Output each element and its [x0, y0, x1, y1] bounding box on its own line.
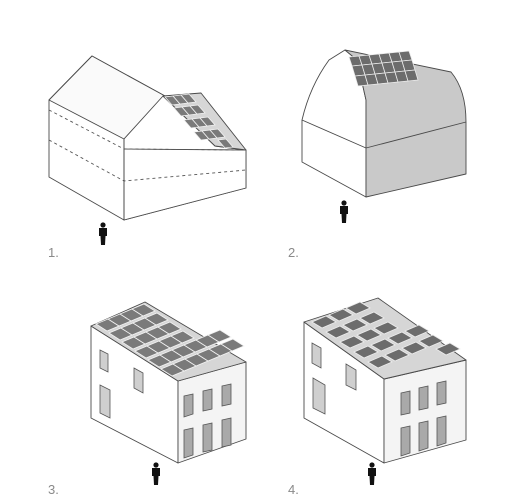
panel-4-door	[312, 377, 326, 415]
panel-3-person-body	[152, 468, 160, 485]
panel-4-window	[400, 425, 411, 457]
panel-4-solar-panel	[359, 311, 385, 325]
panel-4-person-body	[368, 468, 376, 485]
panel-1-solar-panel	[189, 104, 206, 115]
panel-4-solar-panel	[370, 338, 396, 352]
panel-3-door	[99, 384, 111, 419]
panel-3-window	[99, 349, 109, 373]
panel-2-solar-panel	[404, 69, 419, 82]
panel-4-person-icon	[368, 462, 376, 485]
panel-2-right-wall	[344, 49, 467, 198]
panel-4-solar-panel	[345, 301, 371, 315]
panel-2-person-icon	[340, 200, 348, 223]
panel-2-floor-line	[301, 119, 367, 149]
panel-1-right-wall	[123, 148, 247, 221]
panel-4-solar-panel	[384, 348, 410, 362]
panel-1-person-icon	[99, 222, 107, 245]
panel-3-window	[183, 393, 194, 418]
panel-4-window	[436, 415, 447, 447]
panel-1-solar-panel	[217, 138, 234, 149]
panel-3-house	[90, 301, 247, 464]
panel-4-solar-panel	[328, 308, 354, 322]
panel-4-solar-panel	[387, 331, 413, 345]
panel-3-solar-panel	[170, 330, 195, 344]
panel-4-solar-panel	[325, 325, 351, 339]
panel-2-person-body	[340, 206, 348, 223]
panel-2-solar-array	[348, 50, 419, 87]
panel-2-label: 2.	[288, 245, 299, 260]
panel-1-house	[48, 55, 247, 221]
panel-3-solar-panel	[131, 303, 156, 317]
panel-3-window	[221, 383, 232, 407]
panel-4-window	[418, 420, 429, 452]
panel-4-label: 4.	[288, 482, 299, 497]
panel-3-window	[183, 427, 194, 459]
panel-4-solar-panel	[356, 328, 382, 342]
panel-4-solar-panel	[339, 335, 365, 349]
panel-3-person-head	[153, 462, 159, 468]
panel-4-person-head	[369, 462, 375, 468]
panel-3-window	[133, 367, 144, 394]
panel-3-window	[202, 388, 213, 412]
panel-4-window	[400, 390, 411, 416]
panel-3-solar-panel	[157, 321, 182, 335]
panel-1-solar-panel	[180, 93, 197, 104]
panel-4-solar-panel	[353, 345, 379, 359]
panel-1-person-body	[99, 228, 107, 245]
panel-2-floor-line	[365, 121, 467, 149]
panel-2-house	[301, 49, 467, 198]
panel-4-solar-panel	[342, 318, 368, 332]
panel-4-window	[345, 363, 357, 391]
panel-2-person-head	[341, 200, 347, 206]
panel-3-solar-panel	[144, 312, 169, 326]
panel-4-solar-panel	[373, 321, 399, 335]
panel-4-solar-panel	[367, 355, 393, 369]
panel-4-house	[303, 297, 467, 464]
panel-1-solar-array	[164, 93, 234, 149]
panel-3-person-icon	[152, 462, 160, 485]
panel-1-solar-panel	[209, 128, 226, 139]
panel-1-label: 1.	[48, 245, 59, 260]
panel-3-solar-panel	[220, 338, 245, 352]
panel-4-solar-panel	[311, 315, 337, 329]
panel-3-solar-array	[95, 303, 245, 377]
panel-3-label: 3.	[48, 482, 59, 497]
panel-4-window	[436, 380, 447, 406]
panel-4-solar-panel	[435, 342, 461, 356]
panel-3-window	[202, 422, 213, 453]
panel-4-solar-panel	[404, 324, 430, 338]
panel-3-solar-panel	[207, 329, 232, 343]
panel-4-solar-array	[311, 301, 461, 369]
panel-4-solar-panel	[418, 334, 444, 348]
panel-1-person-head	[100, 222, 106, 228]
panel-1-solar-panel	[199, 116, 216, 127]
panel-4-window	[311, 342, 322, 369]
panel-3-window	[221, 417, 232, 448]
panel-4-window	[418, 385, 429, 411]
panel-4-solar-panel	[401, 341, 427, 355]
